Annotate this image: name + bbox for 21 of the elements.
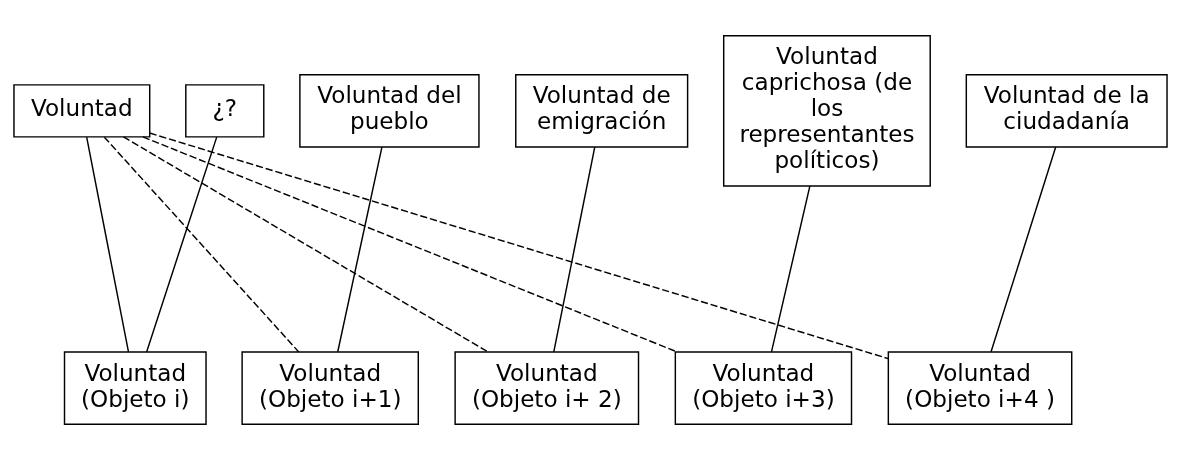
connector [337,145,383,352]
connector [122,135,489,353]
node-box: Voluntad (Objeto i+1) [241,350,420,425]
node-box: ¿? [185,83,265,138]
connector [145,135,218,353]
node-box: Voluntad (Objeto i+ 2) [454,350,640,425]
connector [103,135,300,353]
connector [770,185,811,353]
node-box: Voluntad [13,83,151,138]
connector [85,135,130,353]
node-box: Voluntad del pueblo [299,73,480,148]
connector [990,145,1057,352]
connector [553,145,596,352]
node-box: Voluntad (Objeto i+3) [674,350,853,425]
node-box: Voluntad (Objeto i+4 ) [887,350,1073,425]
node-box: Voluntad (Objeto i) [63,350,207,425]
node-box: Voluntad caprichosa (de los representantes políticos) [723,34,931,187]
node-box: Voluntad de la ciudadanía [965,73,1168,148]
node-box: Voluntad de emigración [515,73,689,148]
connector [142,135,678,353]
connector [149,131,889,359]
